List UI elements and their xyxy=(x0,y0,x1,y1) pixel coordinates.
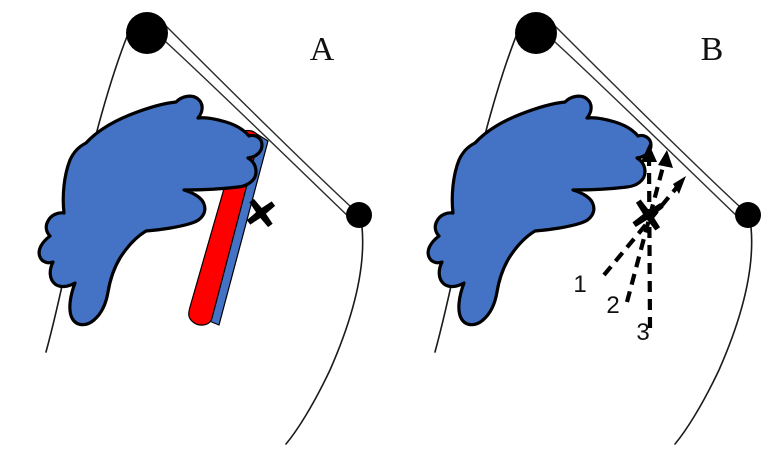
contour-lower-leg-b xyxy=(674,226,753,445)
panel-b: 1 2 3 B xyxy=(426,12,761,445)
contour-upper-band-outer xyxy=(159,19,351,207)
panel-a-letter: A xyxy=(310,31,335,68)
force-arrow-1-head xyxy=(673,176,686,194)
joint-dot-upper-b xyxy=(515,12,557,54)
arrow-label-2: 2 xyxy=(606,292,619,319)
force-arrow-1-shaft xyxy=(602,184,680,277)
joint-dot-upper-a xyxy=(126,12,168,54)
target-cross-b xyxy=(632,199,664,231)
force-arrow-3-head xyxy=(641,144,657,162)
contour-upper-band-inner xyxy=(165,41,353,221)
arrow-label-1: 1 xyxy=(573,271,586,298)
joint-dot-lower-b xyxy=(735,202,761,228)
force-arrow-1 xyxy=(602,176,686,277)
joint-dot-lower-a xyxy=(346,202,372,228)
contour-lower-leg xyxy=(285,226,364,445)
gloved-hand-a xyxy=(37,94,264,327)
arrow-label-3: 3 xyxy=(636,319,649,346)
force-arrows-b xyxy=(602,144,686,329)
contour-upper-band-inner-b xyxy=(554,41,742,221)
contour-upper-band-outer-b xyxy=(548,19,740,207)
force-arrow-2-head xyxy=(658,150,673,168)
force-arrow-2 xyxy=(624,150,673,303)
force-arrow-3-shaft xyxy=(646,157,653,329)
gloved-hand-b xyxy=(426,94,653,327)
panel-b-letter: B xyxy=(701,31,724,68)
target-cross-a xyxy=(246,198,276,228)
panel-a: A xyxy=(37,12,372,445)
force-arrow-3 xyxy=(641,144,657,329)
force-arrow-2-shaft xyxy=(624,162,667,303)
